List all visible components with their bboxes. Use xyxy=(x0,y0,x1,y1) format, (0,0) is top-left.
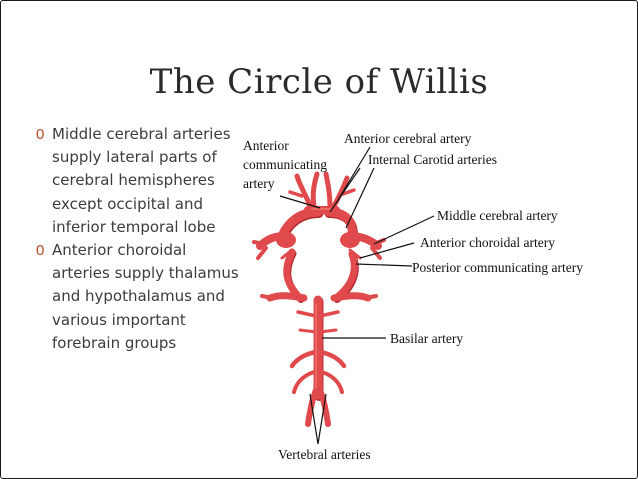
slide-title: The Circle of Willis xyxy=(149,62,489,102)
leader-middle-cerebral xyxy=(373,215,435,245)
leader-posterior-communicating xyxy=(355,263,413,267)
bullet-item-middle-cerebral: 0 Middle cerebral arteries supply latera… xyxy=(36,123,241,239)
label-posterior-communicating-artery: Posterior communicating artery xyxy=(412,260,583,275)
label-anterior-cerebral-artery: Anterior cerebral artery xyxy=(344,131,472,146)
bullet-list: 0 Middle cerebral arteries supply latera… xyxy=(36,123,241,355)
bullet-marker: 0 xyxy=(36,242,45,260)
leader-anterior-cerebral xyxy=(337,146,371,201)
leader-vertebral-left xyxy=(309,393,319,445)
bullet-text: Anterior choroidal arteries supply thala… xyxy=(52,241,239,352)
leader-anterior-communicating xyxy=(279,195,321,209)
bullet-text: Middle cerebral arteries supply lateral … xyxy=(52,125,231,236)
label-leader-lines xyxy=(279,146,435,445)
leader-vertebral-right xyxy=(317,393,327,445)
leader-anterior-choroidal xyxy=(359,242,415,259)
label-middle-cerebral-artery: Middle cerebral artery xyxy=(437,208,558,223)
label-internal-carotid-arteries: Internal Carotid arteries xyxy=(368,152,497,167)
bullet-marker: 0 xyxy=(36,126,45,143)
leader-internal-carotid-left xyxy=(329,167,361,213)
label-vertebral-arteries: Vertebral arteries xyxy=(278,447,371,462)
leader-internal-carotid-right xyxy=(345,167,375,229)
label-anterior-communicating-line3: artery xyxy=(243,176,275,191)
label-anterior-choroidal-artery: Anterior choroidal artery xyxy=(420,235,555,250)
label-basilar-artery: Basilar artery xyxy=(390,331,464,346)
label-anterior-communicating-line1: Anterior xyxy=(243,138,289,153)
label-anterior-communicating-line2: communicating xyxy=(243,157,327,172)
artery-illustration xyxy=(252,171,386,427)
bullet-item-anterior-choroidal: 0 Anterior choroidal arteries supply tha… xyxy=(36,239,241,355)
